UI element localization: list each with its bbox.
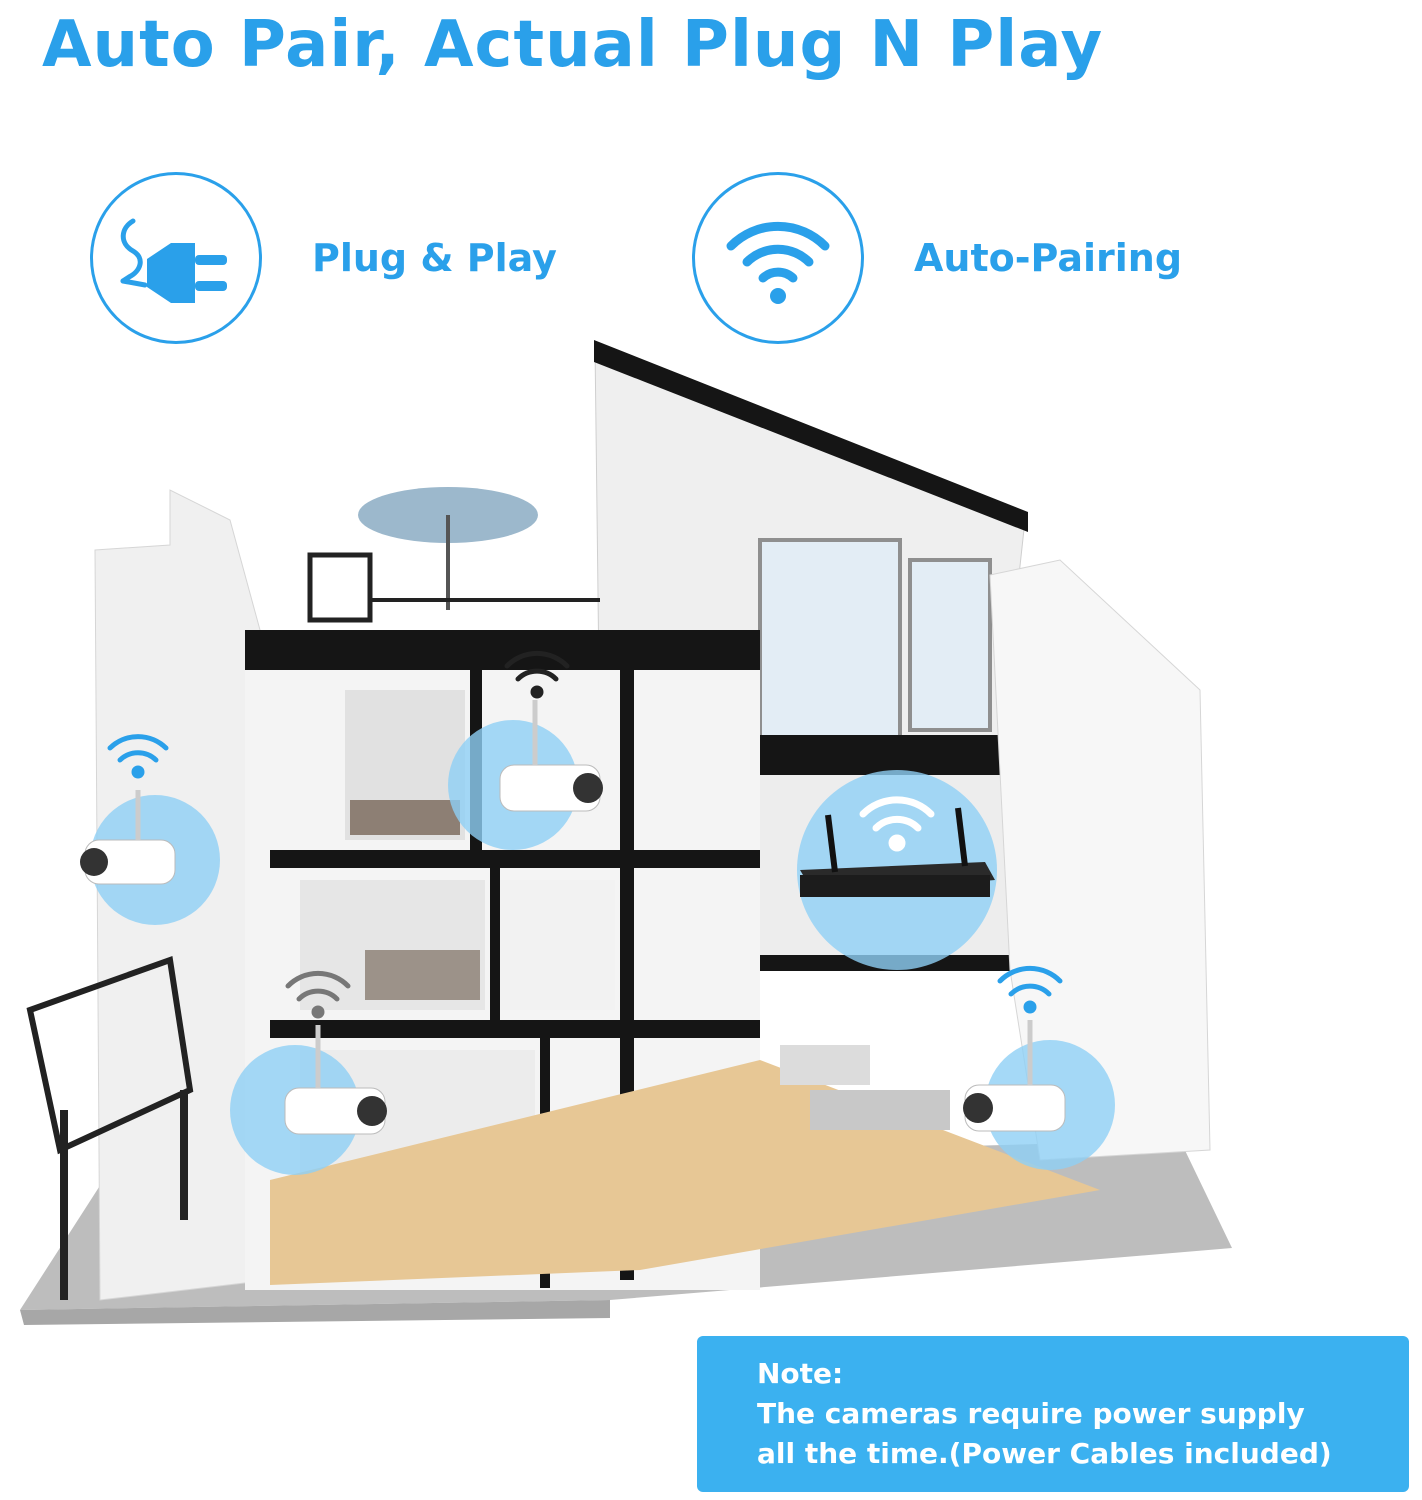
nvr-recorder-icon xyxy=(800,807,995,897)
wifi-icon-ring xyxy=(692,172,864,344)
wifi-icon xyxy=(107,650,1063,1019)
camera-icon xyxy=(499,700,603,812)
note-box: Note: The cameras require power supply a… xyxy=(697,1336,1409,1492)
headline: Auto Pair, Actual Plug N Play xyxy=(42,8,1104,82)
plug-icon-ring xyxy=(90,172,262,344)
camera-icon xyxy=(963,1020,1066,1132)
feature-label-plug-and-play: Plug & Play xyxy=(312,236,557,280)
camera-icon xyxy=(80,790,176,885)
camera-icon xyxy=(284,1025,387,1135)
feature-auto-pairing: Auto-Pairing xyxy=(692,170,1182,346)
note-title: Note: xyxy=(757,1357,844,1390)
power-plug-icon xyxy=(120,218,227,303)
note-line-1: The cameras require power supply xyxy=(757,1397,1305,1430)
house-cutaway-illustration xyxy=(20,340,1232,1325)
feature-plug-and-play: Plug & Play xyxy=(90,170,557,346)
wifi-icon xyxy=(726,221,830,304)
note-line-2: all the time.(Power Cables included) xyxy=(757,1437,1332,1470)
feature-label-auto-pairing: Auto-Pairing xyxy=(914,236,1183,280)
